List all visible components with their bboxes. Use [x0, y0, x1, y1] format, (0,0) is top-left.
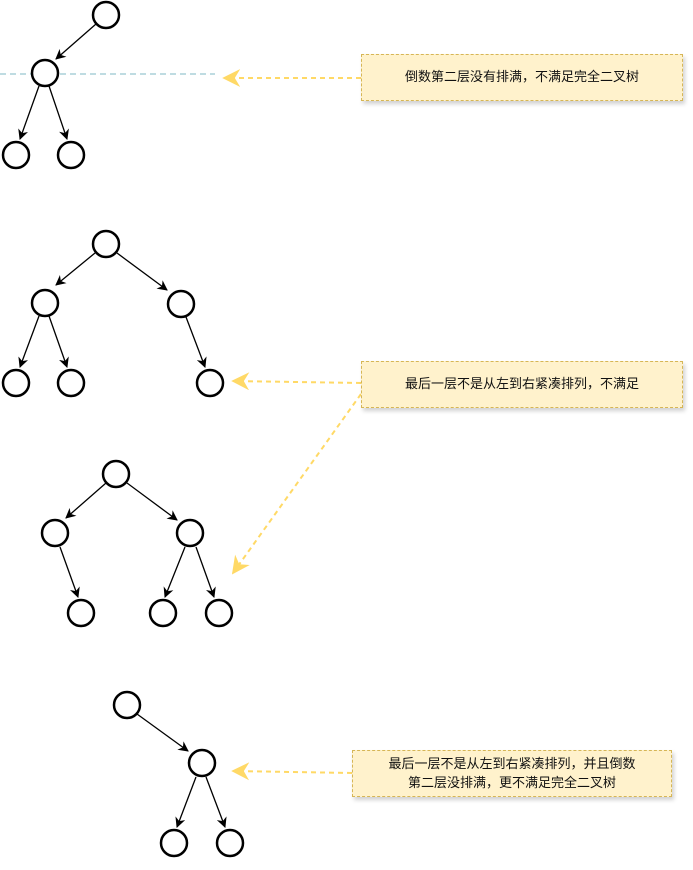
tree-4 [112, 690, 245, 858]
tree-3 [40, 459, 234, 628]
note-text: 倒数第二层没有排满，不满足完全二叉树 [404, 70, 639, 85]
edge [18, 315, 40, 368]
tree-node [215, 828, 245, 858]
edge [65, 482, 107, 519]
edge [55, 252, 96, 286]
edge [18, 85, 40, 140]
pointer-arrow [231, 762, 353, 781]
edge [48, 85, 69, 140]
tree-node [148, 598, 178, 628]
note-incomplete-level: 倒数第二层没有排满，不满足完全二叉树 [361, 54, 683, 101]
edge [59, 546, 80, 598]
edge [205, 776, 227, 828]
pointer-arrow [231, 372, 362, 391]
edge [126, 482, 178, 521]
note-text-line-2: 第二层没排满，更不满足完全二叉树 [407, 775, 616, 791]
edge [163, 546, 186, 598]
tree-node [56, 368, 86, 398]
tree-node [66, 598, 96, 628]
note-text: 最后一层不是从左到右紧凑排列，不满足 [404, 377, 639, 392]
pointer-arrow [231, 393, 362, 575]
tree-node [30, 58, 60, 88]
edge [185, 316, 207, 368]
edge [136, 713, 189, 752]
tree-node [187, 748, 217, 778]
tree-node [204, 598, 234, 628]
edge [195, 546, 216, 598]
tree-node [159, 828, 189, 858]
tree-node [91, 0, 121, 30]
tree-1 [1, 0, 121, 170]
tree-node [166, 289, 196, 319]
pointer-arrows [222, 69, 362, 781]
tree-node [112, 690, 142, 720]
note-text-line-1: 最后一层不是从左到右紧凑排列，并且倒数 [388, 756, 636, 772]
tree-node [101, 459, 131, 489]
edge [175, 776, 197, 828]
tree-node [56, 140, 86, 170]
edge [48, 315, 69, 368]
tree-node [1, 140, 31, 170]
tree-2 [1, 229, 225, 398]
tree-node [30, 288, 60, 318]
note-both-violations: 最后一层不是从左到右紧凑排列，并且倒数 第二层没排满，更不满足完全二叉树 [352, 750, 672, 797]
edge [116, 252, 168, 291]
tree-node [91, 229, 121, 259]
tree-node [195, 368, 225, 398]
edge [55, 23, 97, 60]
tree-node [175, 518, 205, 548]
tree-node [1, 368, 31, 398]
tree-node [40, 518, 70, 548]
note-not-left-compact: 最后一层不是从左到右紧凑排列，不满足 [361, 361, 683, 408]
